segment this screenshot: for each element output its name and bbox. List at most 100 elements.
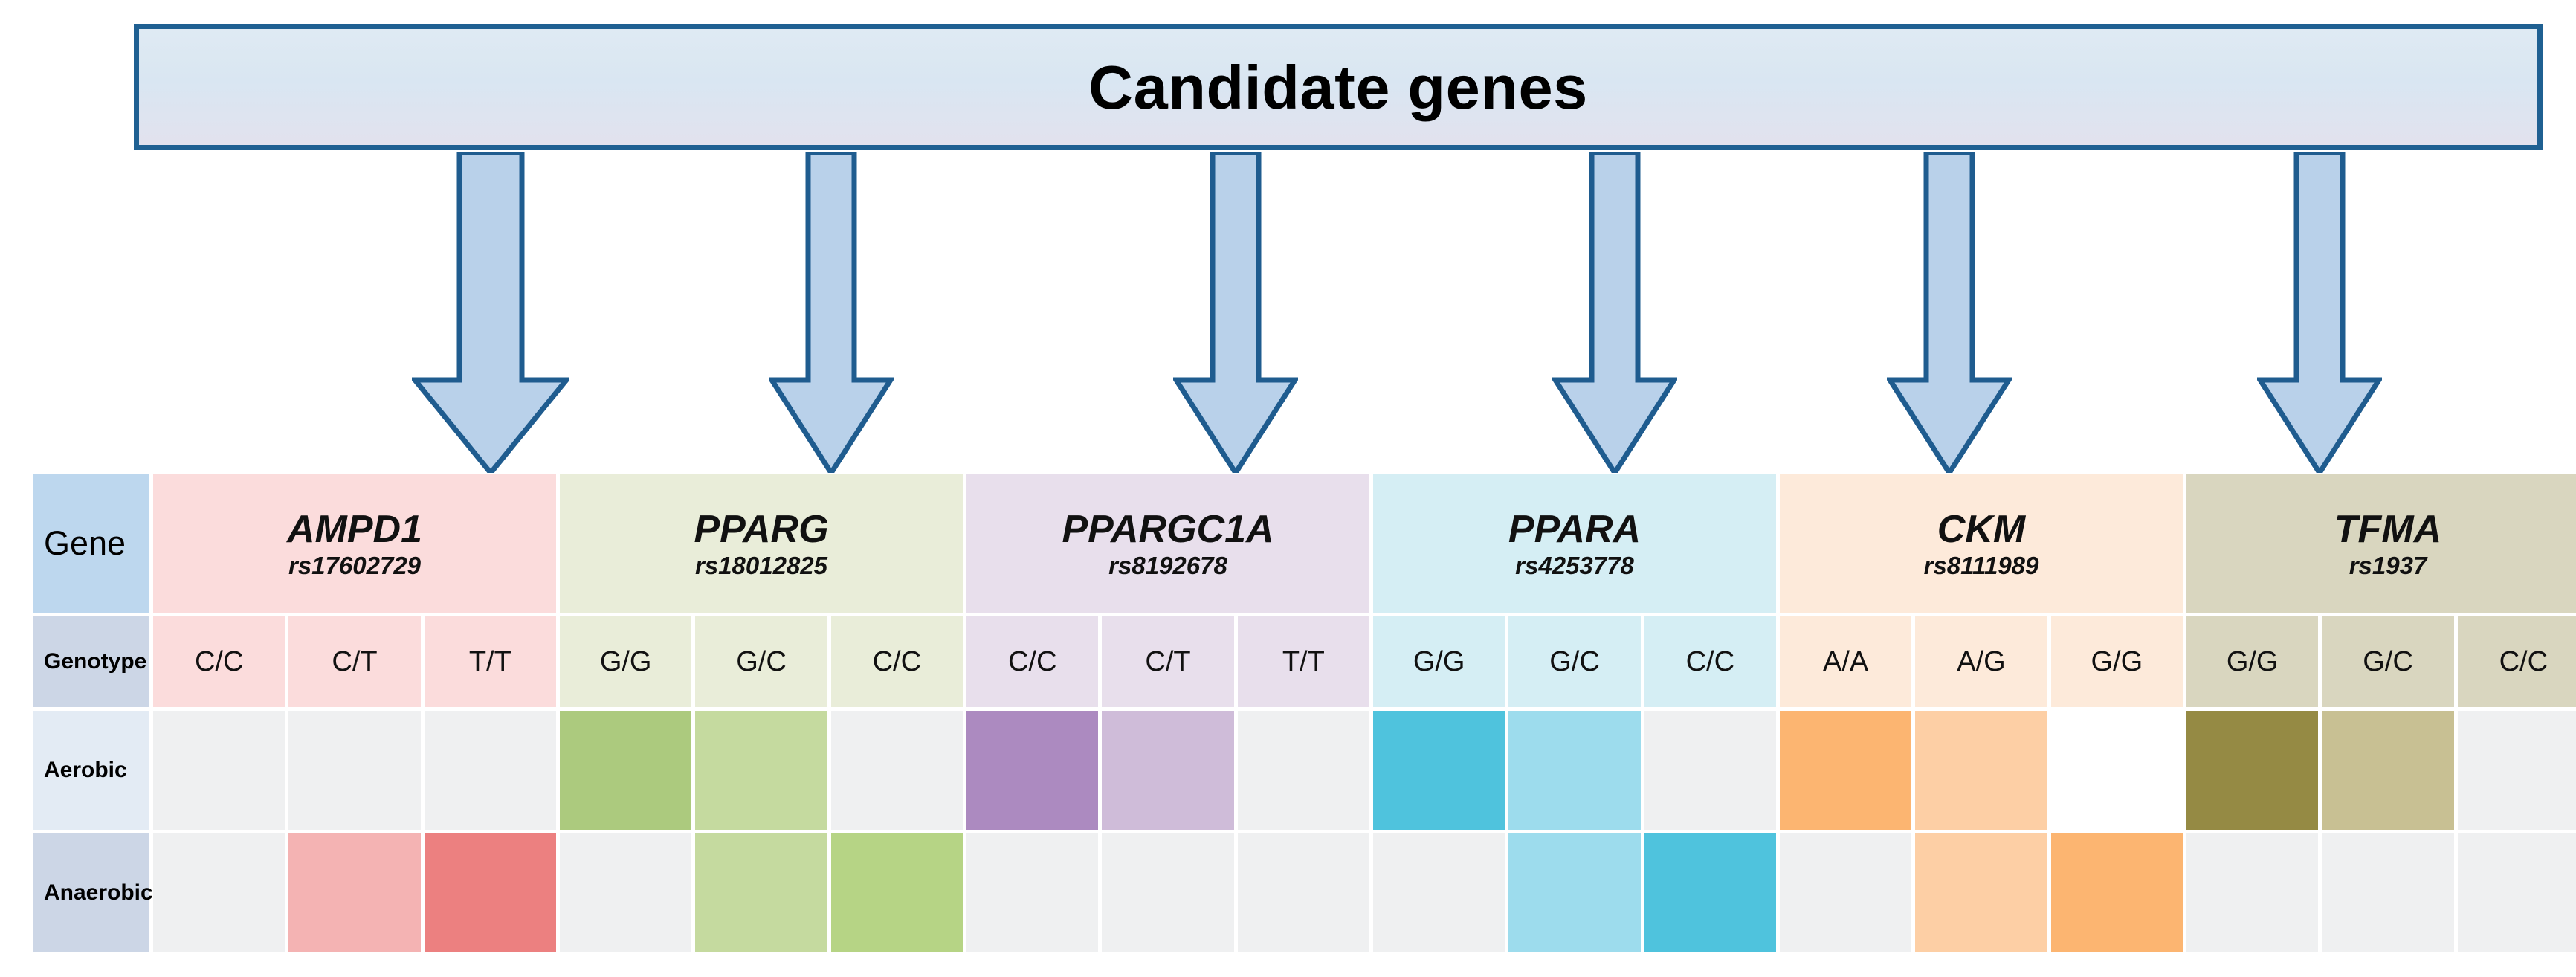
genotype-cell: T/T	[424, 616, 556, 707]
aerobic-value-cell	[1780, 711, 1912, 830]
anaerobic-group-ampd1	[153, 833, 556, 952]
aerobic-value-cell	[1915, 711, 2047, 830]
row-label-anaerobic-text: Anaerobic	[44, 880, 153, 905]
genotype-cell: C/C	[2457, 616, 2576, 707]
arrow-to-ppargc1a-icon	[1173, 152, 1298, 473]
arrow-to-tfma-icon	[2257, 152, 2382, 473]
anaerobic-value-cell	[695, 833, 827, 952]
anaerobic-group-ppara	[1373, 833, 1776, 952]
aerobic-value-cell	[424, 711, 556, 830]
aerobic-value-cell	[1644, 711, 1776, 830]
arrow-to-ppara-icon	[1552, 152, 1677, 473]
candidate-genes-banner: Candidate genes	[134, 24, 2543, 150]
table-row-aerobic: Aerobic	[33, 711, 2576, 830]
anaerobic-value-cell	[2322, 833, 2454, 952]
aerobic-value-cell	[830, 711, 963, 830]
genotype-cell: G/G	[2050, 616, 2183, 707]
aerobic-value-cell	[1102, 711, 1234, 830]
aerobic-value-cell	[288, 711, 421, 830]
anaerobic-value-cell	[1373, 833, 1505, 952]
row-label-gene-text: Gene	[44, 524, 126, 562]
genotype-cell: C/C	[1644, 616, 1776, 707]
aerobic-value-cell	[2050, 711, 2183, 830]
gene-rsid-label: rs8192678	[1108, 551, 1227, 579]
aerobic-cells	[149, 711, 2576, 830]
anaerobic-value-cell	[1644, 833, 1776, 952]
anaerobic-value-cell	[560, 833, 692, 952]
row-label-aerobic: Aerobic	[33, 711, 149, 830]
genotype-cell: G/C	[2322, 616, 2454, 707]
gene-name-label: CKM	[1937, 507, 2026, 551]
genotype-cell: T/T	[1237, 616, 1369, 707]
anaerobic-group-tfma	[2186, 833, 2576, 952]
gene-name-label: TFMA	[2334, 507, 2442, 551]
aerobic-group-ppara	[1373, 711, 1776, 830]
arrow-to-ckm-icon	[1887, 152, 2012, 473]
table-row-anaerobic: Anaerobic	[33, 833, 2576, 952]
anaerobic-group-pparg	[560, 833, 963, 952]
aerobic-group-pparg	[560, 711, 963, 830]
anaerobic-value-cell	[1780, 833, 1912, 952]
anaerobic-value-cell	[288, 833, 421, 952]
aerobic-group-ampd1	[153, 711, 556, 830]
anaerobic-value-cell	[1508, 833, 1641, 952]
anaerobic-group-ppargc1a	[966, 833, 1369, 952]
gene-name-label: PPARGC1A	[1062, 507, 1274, 551]
aerobic-group-ckm	[1780, 711, 2183, 830]
aerobic-value-cell	[695, 711, 827, 830]
anaerobic-value-cell	[966, 833, 1099, 952]
gene-name-label: PPARG	[694, 507, 829, 551]
aerobic-value-cell	[966, 711, 1099, 830]
anaerobic-value-cell	[1102, 833, 1234, 952]
banner-title: Candidate genes	[1088, 52, 1588, 122]
gene-name-label: AMPD1	[286, 507, 423, 551]
aerobic-value-cell	[2186, 711, 2319, 830]
genotype-cell: G/C	[1508, 616, 1641, 707]
row-label-anaerobic: Anaerobic	[33, 833, 153, 952]
anaerobic-value-cell	[424, 833, 556, 952]
gene-rsid-label: rs18012825	[694, 551, 828, 579]
aerobic-value-cell	[2322, 711, 2454, 830]
genotype-cell: C/C	[153, 616, 285, 707]
row-label-aerobic-text: Aerobic	[44, 758, 127, 782]
gene-rsid-label: rs17602729	[288, 551, 422, 579]
aerobic-value-cell	[1508, 711, 1641, 830]
anaerobic-value-cell	[2050, 833, 2183, 952]
genotype-cell: C/T	[288, 616, 421, 707]
genotype-cell: C/C	[966, 616, 1099, 707]
anaerobic-cells	[149, 833, 2576, 952]
row-label-genotype-text: Genotype	[44, 649, 147, 674]
aerobic-value-cell	[1237, 711, 1369, 830]
row-label-gene: Gene	[33, 474, 149, 613]
gene-name-label: PPARA	[1508, 507, 1642, 551]
genotype-cell: A/G	[1915, 616, 2047, 707]
anaerobic-value-cell	[2457, 833, 2576, 952]
anaerobic-value-cell	[2186, 833, 2319, 952]
aerobic-value-cell	[153, 711, 285, 830]
arrow-to-pparg-icon	[769, 152, 894, 473]
anaerobic-group-ckm	[1780, 833, 2183, 952]
arrow-to-ampd1-icon	[412, 152, 569, 473]
genotype-cell: G/G	[2186, 616, 2319, 707]
row-label-genotype: Genotype	[33, 616, 149, 707]
genotype-cell: G/C	[695, 616, 827, 707]
aerobic-group-tfma	[2186, 711, 2576, 830]
genotype-cell: G/G	[560, 616, 692, 707]
anaerobic-value-cell	[153, 833, 285, 952]
